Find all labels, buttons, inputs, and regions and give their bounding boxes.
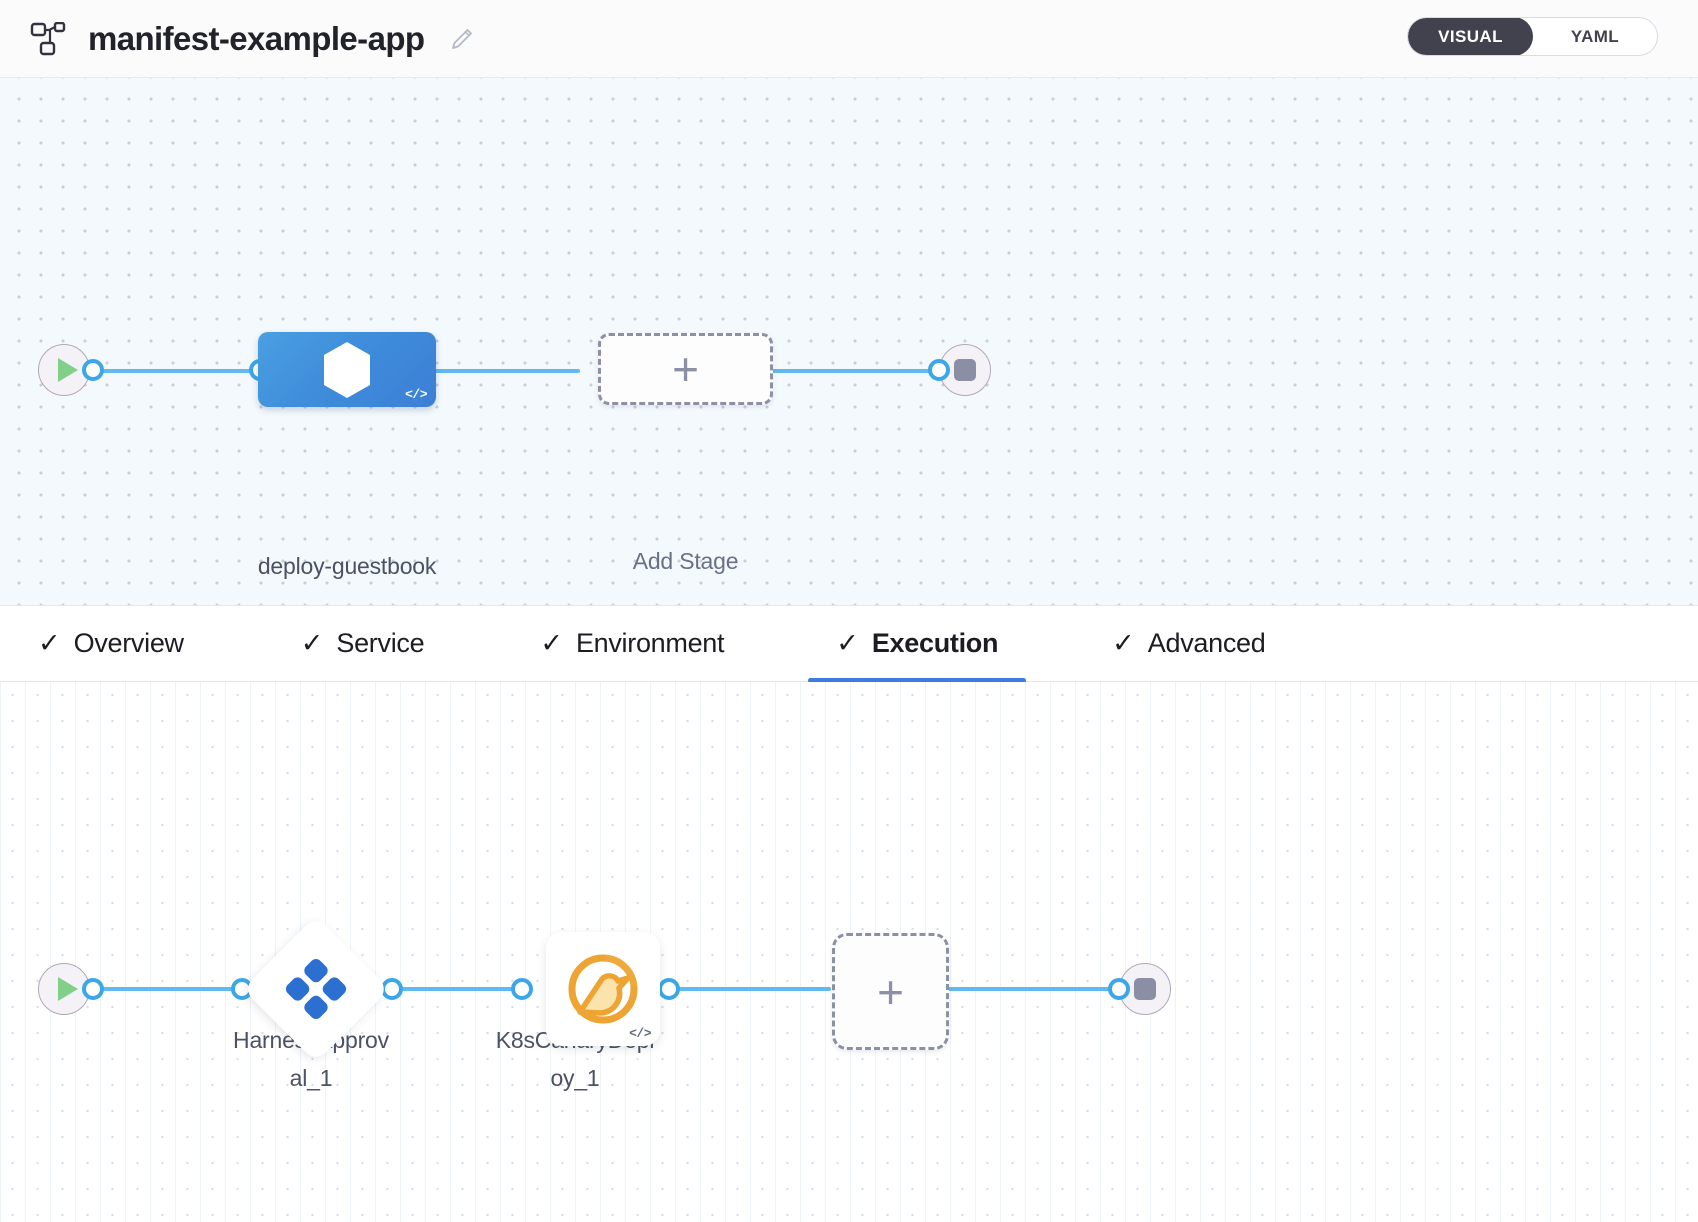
- port-exec-start-out[interactable]: [82, 978, 104, 1000]
- tab-overview[interactable]: ✓ Overview: [32, 606, 190, 682]
- port-exec-end-in[interactable]: [1108, 978, 1130, 1000]
- plus-icon: +: [672, 343, 699, 395]
- edge-canary-to-addstep: [666, 987, 831, 991]
- pipeline-sitemap-icon: [30, 21, 70, 56]
- pipeline-start-node[interactable]: [38, 344, 90, 396]
- play-icon: [57, 358, 78, 382]
- stop-icon: [954, 359, 976, 381]
- add-stage-button[interactable]: +: [598, 333, 773, 405]
- execution-graph-canvas[interactable]: HarnessApprov al_1 </> K8sCanaryDepl oy_…: [0, 682, 1698, 1222]
- check-icon: ✓: [1112, 628, 1135, 658]
- edge-approval-to-canary: [390, 987, 520, 991]
- tab-environment[interactable]: ✓ Environment: [534, 606, 730, 682]
- stage-node-deploy-guestbook[interactable]: </>: [258, 332, 436, 407]
- tab-service-label: Service: [336, 628, 425, 658]
- tab-execution-label: Execution: [871, 628, 999, 658]
- check-icon: ✓: [540, 628, 563, 658]
- step-label-line2: oy_1: [550, 1064, 600, 1091]
- stage-config-tabs[interactable]: ✓ Overview ✓ Service ✓ Environment ✓ Exe…: [0, 606, 1698, 683]
- toggle-yaml-option[interactable]: YAML: [1570, 26, 1620, 46]
- header-left-group: manifest-example-app: [0, 20, 476, 58]
- view-mode-toggle[interactable]: VISUAL YAML: [1407, 17, 1658, 56]
- step-yaml-badge: </>: [629, 1026, 651, 1041]
- port-end-in[interactable]: [928, 359, 950, 381]
- tab-overview-label: Overview: [73, 628, 184, 658]
- port-start-out[interactable]: [82, 359, 104, 381]
- pipeline-header: manifest-example-app VISUAL YAML: [0, 0, 1698, 78]
- stage-graph-canvas[interactable]: </> deploy-guestbook + Add Stage: [0, 78, 1698, 606]
- step-label-line2: al_1: [289, 1064, 333, 1091]
- stage-node-label: deploy-guestbook: [257, 553, 437, 579]
- edit-pencil-icon[interactable]: [448, 25, 476, 53]
- page-title: manifest-example-app: [88, 19, 425, 57]
- edge-stage-to-addstage: [400, 369, 580, 373]
- check-icon: ✓: [836, 628, 859, 658]
- plus-icon: +: [877, 965, 904, 1018]
- port-approval-out[interactable]: [381, 978, 403, 1000]
- port-canary-out[interactable]: [658, 978, 680, 1000]
- edge-addstep-to-end: [948, 987, 1113, 991]
- tab-advanced[interactable]: ✓ Advanced: [1106, 606, 1271, 682]
- canary-bird-icon: [568, 954, 638, 1024]
- tab-service[interactable]: ✓ Service: [295, 606, 431, 682]
- tab-execution[interactable]: ✓ Execution: [808, 606, 1027, 683]
- tab-advanced-label: Advanced: [1147, 628, 1266, 658]
- stop-icon: [1134, 978, 1156, 1000]
- play-icon: [57, 977, 78, 1001]
- add-stage-label: Add Stage: [632, 548, 739, 574]
- check-icon: ✓: [300, 628, 324, 658]
- check-icon: ✓: [38, 628, 61, 658]
- tab-environment-label: Environment: [575, 628, 725, 658]
- port-canary-in[interactable]: [511, 978, 533, 1000]
- add-step-button[interactable]: +: [832, 933, 949, 1050]
- edge-start-to-approval: [88, 987, 238, 991]
- stage-yaml-badge: </>: [405, 387, 427, 402]
- edge-addstage-to-end: [760, 369, 945, 373]
- harness-cd-hexagon-icon: [321, 341, 373, 399]
- step-node-k8s-canary-deploy[interactable]: </>: [546, 932, 660, 1046]
- toggle-visual-option[interactable]: VISUAL: [1408, 18, 1533, 55]
- edge-start-to-stage: [88, 369, 258, 373]
